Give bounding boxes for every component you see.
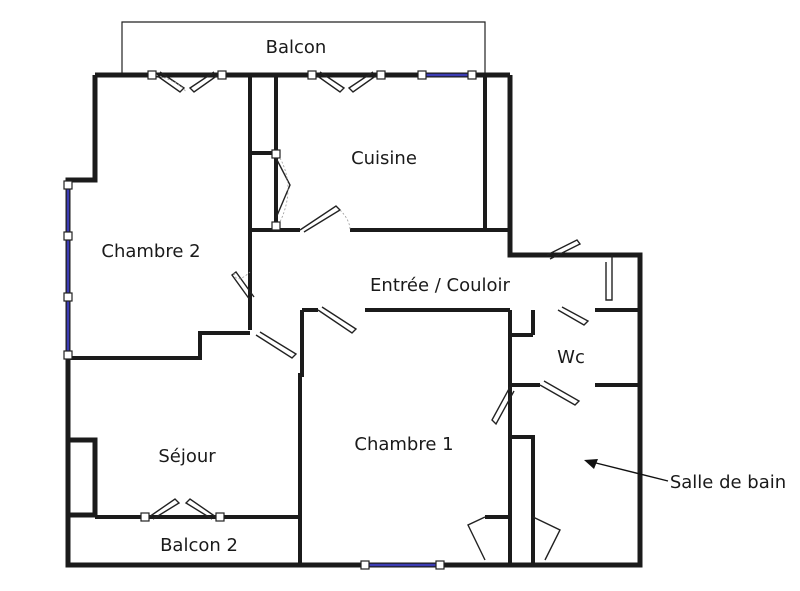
label-chambre-1: Chambre 1 — [354, 434, 453, 455]
room-labels: Balcon Cuisine Chambre 2 Entrée / Couloi… — [101, 37, 786, 556]
label-balcon-2: Balcon 2 — [160, 535, 238, 556]
windows — [63, 70, 477, 570]
label-wc: Wc — [557, 347, 585, 368]
balcony-outline — [121, 21, 486, 75]
doors — [140, 70, 613, 561]
label-balcon: Balcon — [266, 37, 327, 58]
bathroom-pointer — [584, 459, 669, 482]
label-sejour: Séjour — [158, 446, 216, 467]
label-cuisine: Cuisine — [351, 148, 417, 169]
label-salle-de-bain: Salle de bain — [670, 472, 786, 493]
label-chambre-2: Chambre 2 — [101, 241, 200, 262]
interior-walls — [68, 75, 640, 565]
label-entree-couloir: Entrée / Couloir — [370, 275, 511, 296]
